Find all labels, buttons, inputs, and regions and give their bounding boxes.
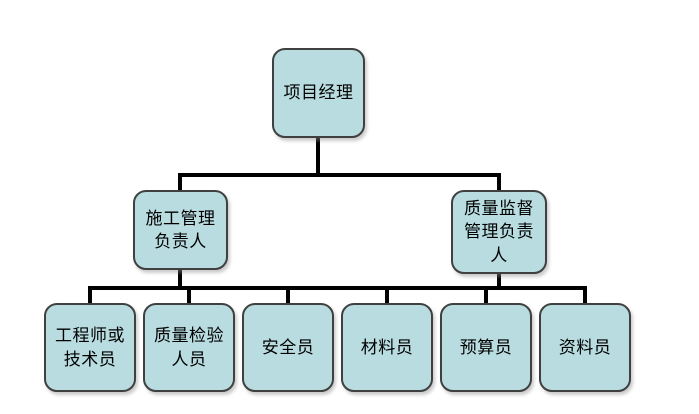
connector-construction-leader-up bbox=[178, 175, 182, 190]
node-budget-officer: 预算员 bbox=[440, 303, 532, 392]
connector-level3-bus bbox=[88, 286, 587, 290]
node-engineer-or-technician-label: 工程师或 技术员 bbox=[55, 326, 125, 369]
connector-stub-material-officer bbox=[385, 288, 389, 303]
node-document-officer: 资料员 bbox=[539, 303, 631, 392]
node-engineer-or-technician: 工程师或 技术员 bbox=[44, 303, 136, 392]
connector-quality-leader-down bbox=[497, 272, 501, 290]
node-quality-supervision-leader: 质量监督 管理负责 人 bbox=[451, 190, 547, 274]
node-document-officer-label: 资料员 bbox=[558, 337, 612, 357]
node-project-manager: 项目经理 bbox=[272, 48, 365, 138]
connector-stub-document-officer bbox=[583, 288, 587, 303]
node-project-manager-label: 项目经理 bbox=[283, 83, 354, 103]
node-material-officer-label: 材料员 bbox=[360, 337, 414, 357]
connector-root-down bbox=[316, 138, 320, 177]
connector-construction-leader-down bbox=[178, 268, 182, 290]
connector-stub-quality-inspector bbox=[187, 288, 191, 303]
node-quality-inspection-staff-label: 质量检验 人员 bbox=[154, 326, 224, 369]
node-budget-officer-label: 预算员 bbox=[459, 337, 513, 357]
node-construction-management-leader-label: 施工管理 负责人 bbox=[145, 208, 216, 251]
node-construction-management-leader: 施工管理 负责人 bbox=[133, 190, 228, 270]
connector-stub-budget-officer bbox=[484, 288, 488, 303]
node-safety-officer: 安全员 bbox=[242, 303, 334, 392]
connector-quality-leader-up bbox=[497, 175, 501, 190]
node-material-officer: 材料员 bbox=[341, 303, 433, 392]
connector-stub-safety-officer bbox=[286, 288, 290, 303]
connector-level2-horizontal bbox=[178, 173, 501, 177]
node-quality-inspection-staff: 质量检验 人员 bbox=[143, 303, 235, 392]
node-quality-supervision-leader-label: 质量监督 管理负责 人 bbox=[464, 198, 534, 265]
connector-stub-engineer bbox=[88, 288, 92, 303]
node-safety-officer-label: 安全员 bbox=[261, 337, 315, 357]
